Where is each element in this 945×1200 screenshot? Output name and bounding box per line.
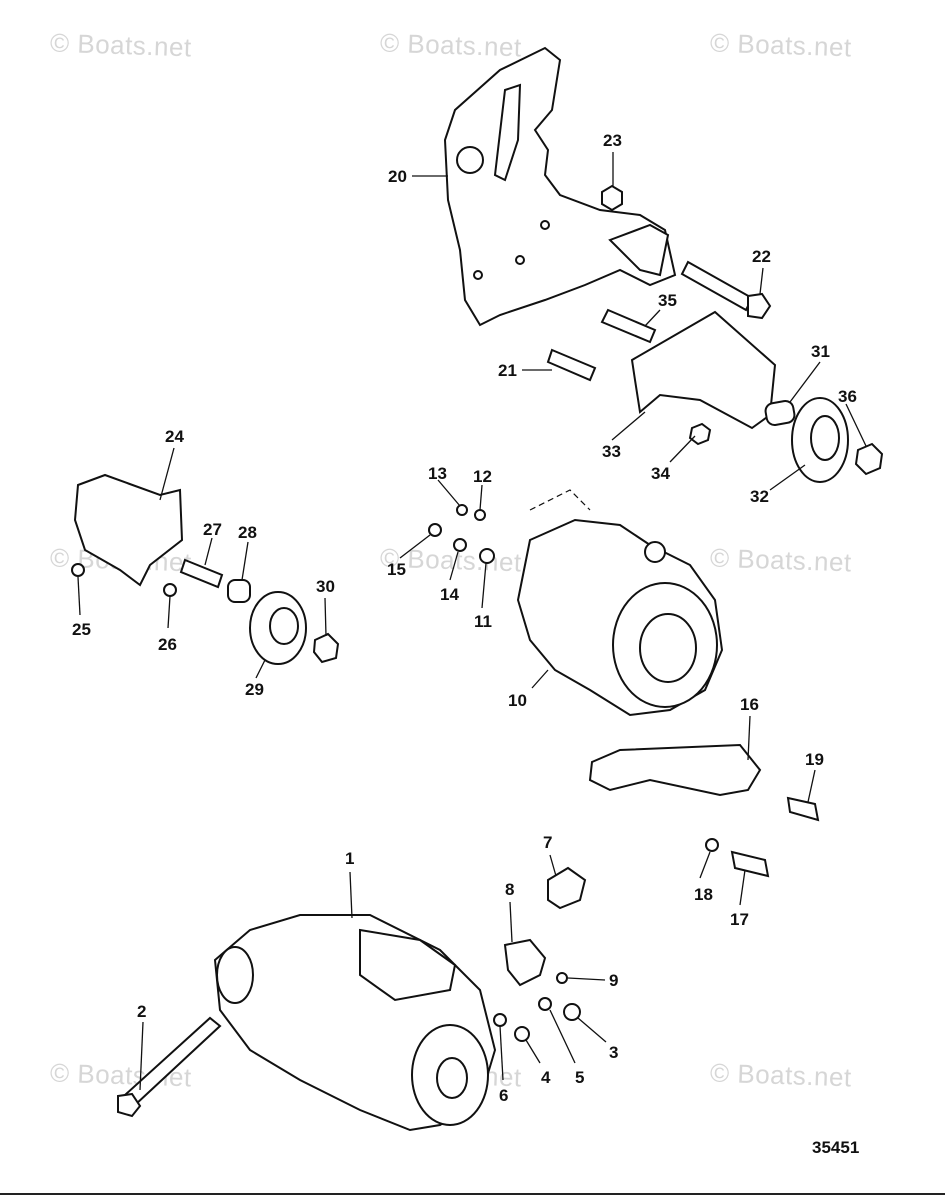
spacer-28-drawing bbox=[227, 579, 251, 603]
spacer-31-drawing bbox=[764, 400, 796, 426]
callout-31: 31 bbox=[811, 342, 830, 361]
diagram-number: 35451 bbox=[812, 1138, 860, 1157]
bottom-border bbox=[0, 1193, 945, 1195]
callout-10: 10 bbox=[508, 691, 527, 710]
callout-25: 25 bbox=[72, 620, 91, 639]
switch-8-drawing bbox=[503, 938, 547, 987]
leader-lines bbox=[77, 152, 867, 1091]
callout-26: 26 bbox=[158, 635, 177, 654]
callout-20: 20 bbox=[388, 167, 407, 186]
callout-18: 18 bbox=[694, 885, 713, 904]
callout-5: 5 bbox=[575, 1068, 584, 1087]
callout-34: 34 bbox=[651, 464, 670, 483]
nut-34-drawing bbox=[688, 422, 712, 446]
callout-23: 23 bbox=[603, 131, 622, 150]
alternator-drawing bbox=[516, 489, 724, 717]
callout-27: 27 bbox=[203, 520, 222, 539]
callout-14: 14 bbox=[440, 585, 459, 604]
callout-36: 36 bbox=[838, 387, 857, 406]
washer-18-drawing bbox=[705, 838, 719, 852]
mounting-bracket-drawing bbox=[443, 46, 677, 327]
bolt-22-drawing bbox=[680, 260, 772, 320]
callout-4: 4 bbox=[541, 1068, 551, 1087]
starter-drawing bbox=[213, 914, 497, 1132]
callout-33: 33 bbox=[602, 442, 621, 461]
stud-21-drawing bbox=[546, 348, 597, 382]
callout-28: 28 bbox=[238, 523, 257, 542]
callouts: 1 2 3 4 5 6 7 8 9 10 11 12 13 14 15 16 1… bbox=[72, 131, 857, 1105]
callout-13: 13 bbox=[428, 464, 447, 483]
pulley-29-drawing bbox=[249, 591, 307, 665]
callout-21: 21 bbox=[498, 361, 517, 380]
bolt-35-drawing bbox=[600, 308, 657, 344]
bolt-2-drawing bbox=[123, 1016, 222, 1107]
bolt-19-drawing bbox=[786, 796, 820, 822]
callout-35: 35 bbox=[658, 291, 677, 310]
callout-3: 3 bbox=[609, 1043, 618, 1062]
callout-7: 7 bbox=[543, 833, 552, 852]
callout-11: 11 bbox=[474, 612, 492, 631]
nut-36-drawing bbox=[854, 442, 884, 476]
pulley-32-drawing bbox=[791, 397, 849, 483]
callout-16: 16 bbox=[740, 695, 759, 714]
callout-30: 30 bbox=[316, 577, 335, 596]
bolt-17-drawing bbox=[730, 850, 770, 878]
brace-16-drawing bbox=[588, 743, 762, 797]
callout-1: 1 bbox=[345, 849, 354, 868]
bracket-24-drawing bbox=[73, 473, 184, 587]
boot-7-drawing bbox=[547, 866, 587, 910]
callout-8: 8 bbox=[505, 880, 514, 899]
nut-23-drawing bbox=[601, 184, 623, 212]
callout-15: 15 bbox=[387, 560, 406, 579]
callout-9: 9 bbox=[609, 971, 618, 990]
callout-24: 24 bbox=[165, 427, 184, 446]
callout-6: 6 bbox=[499, 1086, 508, 1105]
nut-30-drawing bbox=[312, 632, 340, 664]
callout-17: 17 bbox=[730, 910, 749, 929]
callout-19: 19 bbox=[805, 750, 824, 769]
callout-29: 29 bbox=[245, 680, 264, 699]
callout-12: 12 bbox=[473, 467, 492, 486]
bolt-27-drawing bbox=[179, 558, 224, 589]
callout-22: 22 bbox=[752, 247, 771, 266]
callout-2: 2 bbox=[137, 1002, 146, 1021]
brace-33-drawing bbox=[630, 310, 777, 430]
callout-32: 32 bbox=[750, 487, 769, 506]
